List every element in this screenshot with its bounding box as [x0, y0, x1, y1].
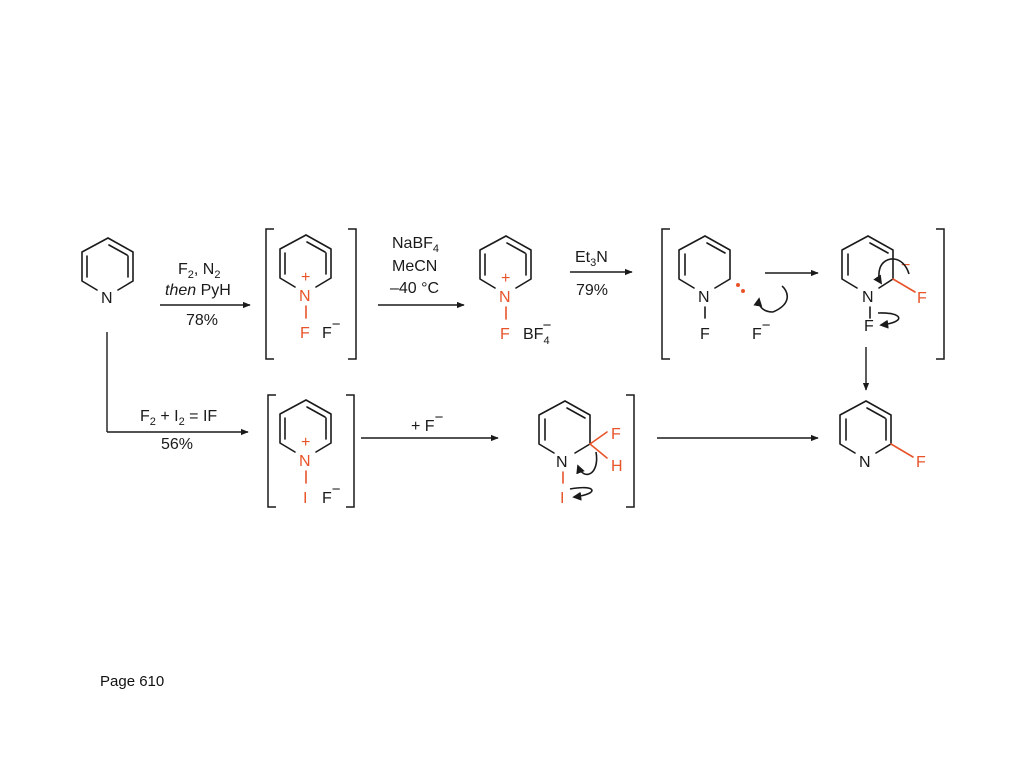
atom-f: F [916, 454, 926, 471]
atom-n-plus: N [299, 453, 311, 470]
atom-n: N [101, 290, 113, 307]
step2-line3: –40 °C [390, 280, 439, 297]
atom-h: H [611, 458, 623, 475]
curly-arrow [576, 451, 598, 476]
nf-pyridinium-bf4: N + F BF4− [479, 235, 552, 347]
atom-f: F [917, 290, 927, 307]
lower-line1: F2 + I2 = IF [140, 408, 217, 428]
ion-fluoride: F− [322, 316, 341, 342]
carbene-lone-pair-dot [741, 289, 745, 293]
ion-fluoride: F− [322, 481, 341, 507]
step3-conditions: Et3N 79% [570, 249, 633, 299]
atom-n: N [698, 289, 710, 306]
ion-bf4: BF4− [523, 317, 552, 347]
curly-arrow [879, 258, 910, 283]
lower-yield: 56% [161, 436, 193, 453]
charge-plus: + [501, 270, 510, 287]
step1-conditions: F2, N2 then PyH 78% [160, 261, 251, 329]
atom-n: N [862, 289, 874, 306]
step2-line2: MeCN [392, 258, 437, 275]
product-2-fluoropyridine: N F [839, 400, 926, 471]
atom-n: N [859, 454, 871, 471]
atom-n-plus: N [299, 288, 311, 305]
addition-label: + F− [411, 409, 444, 435]
atom-f: F [700, 326, 710, 343]
atom-f: F [500, 326, 510, 343]
atom-f: F [611, 426, 621, 443]
pyridine-start: N [81, 237, 134, 307]
curly-arrow [759, 285, 789, 313]
atom-f: F [300, 325, 310, 342]
ion-fluoride: F− [752, 317, 771, 343]
carbene-lone-pair-dot [736, 283, 740, 287]
bracket-ni-pyridinium-fluoride: N + I F− [267, 394, 355, 508]
bracket-iodo-adduct: N F H I [538, 394, 635, 508]
atom-i: I [560, 490, 564, 507]
atom-i: I [303, 490, 307, 507]
charge-plus: + [301, 434, 310, 451]
step2-line1: NaBF4 [392, 235, 439, 255]
bracket-nf-pyridinium-fluoride: N + F F− [265, 228, 357, 360]
page-number: Page 610 [100, 673, 165, 690]
step3-line1: Et3N [575, 249, 608, 269]
atom-n-plus: N [499, 289, 511, 306]
curly-arrow [569, 486, 593, 501]
atom-f: F [864, 318, 874, 335]
step3-yield: 79% [576, 282, 608, 299]
step1-line1: F2, N2 [178, 261, 220, 281]
step-fluoride-addition: + F− [361, 409, 499, 442]
step1-yield: 78% [186, 312, 218, 329]
bracket-carbene-intermediates: N F F− N F − F [661, 228, 945, 360]
lower-branch: F2 + I2 = IF 56% [106, 332, 249, 453]
curly-arrow [877, 312, 900, 329]
step1-line2: then PyH [165, 282, 231, 299]
atom-n: N [556, 454, 568, 471]
charge-plus: + [301, 269, 310, 286]
step2-conditions: NaBF4 MeCN –40 °C [378, 235, 465, 309]
